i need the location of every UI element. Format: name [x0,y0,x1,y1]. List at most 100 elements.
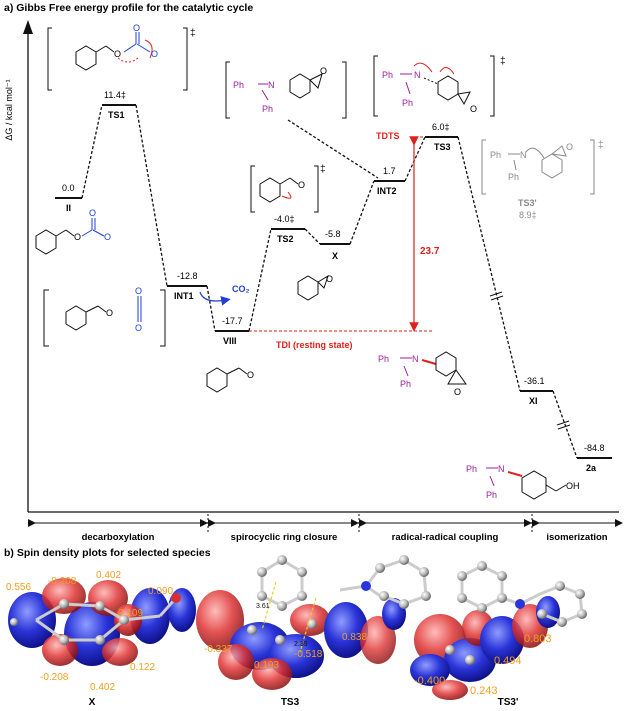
int1-o-radical: O [106,308,113,318]
spin-values-X: 0.556 -0.208 0.402 0.090 0.109 -0.208 0.… [6,570,173,693]
ts3-spin-3: 0.193 [254,660,279,671]
structure-TS2 [250,165,319,213]
structure-2a [486,467,567,500]
2a-ph-2: Ph [486,490,497,500]
name-INT2: INT2 [377,186,397,196]
2a-oh: OH [566,481,580,491]
name-VIII: VIII [223,336,237,346]
int2-ph-1: Ph [233,80,244,90]
y-axis: ΔG / kcal mol⁻¹ [4,20,619,513]
stage-coupling: radical-radical coupling [392,532,499,543]
value-XI: -36.1 [524,376,545,386]
structure-II [35,218,105,255]
span-value: 23.7 [420,246,440,257]
tdts-label: TDTS [376,131,400,141]
value-2a: -84.8 [584,443,605,453]
ts3-ph-1: Ph [382,70,393,80]
x-spin-4: 0.109 [118,608,143,619]
ts3-spin-4: 0.838 [342,632,367,643]
ts3prime-value: 8.9‡ [519,210,537,220]
int1-o-top: O [135,286,142,296]
ts1-o-right: O [151,49,158,59]
spin-plot-X [8,578,196,666]
value-INT1: -12.8 [177,271,198,281]
ts3p-spin-2: 0.494 [494,655,522,667]
ts3prime-dagger: ‡ [598,140,604,151]
xi-n: N [412,354,419,364]
value-TS2: -4.0‡ [274,214,295,224]
viii-o: O [247,370,254,380]
value-INT2: 1.7 [383,166,396,176]
value-TS3: 6.0‡ [432,122,450,132]
structure-X [297,274,329,301]
ts3prime-ph-2: Ph [508,172,519,182]
value-TS1: 11.4‡ [104,90,126,100]
ts3prime-o: O [566,142,573,152]
ts3prime-n: N [520,150,527,160]
ts1-dagger: ‡ [190,28,196,39]
spin-values-TS3: 3.61 2.39 -0.337 -0.518 0.193 0.838 [204,603,367,671]
ts3-dist-1: 3.61 [256,603,270,610]
ts1-o-left: O [114,49,121,59]
state-labels: 0.0 II 11.4‡ TS1 -12.8 INT1 -17.7 VIII -… [62,90,605,473]
structure-TS3 [373,55,495,117]
panel-b-title: b) Spin density plots for selected speci… [4,547,211,559]
structure-INT2 [225,61,347,119]
structure-INT1 [43,289,166,347]
name-XI: XI [529,396,538,406]
x-spin-6: 0.402 [90,682,115,693]
name-TS2: TS2 [277,234,294,244]
x-spin-0: 0.556 [6,582,31,593]
structure-VIII [206,367,248,393]
ts3prime-name: TS3' [518,198,537,208]
name-2a: 2a [586,463,597,473]
x-o: O [326,274,333,284]
ts3prime-ph-1: Ph [490,150,501,160]
tdi-label: TDI (resting state) [276,340,353,350]
ts3-ph-2: Ph [402,98,413,108]
int2-ph-2: Ph [262,104,273,114]
ii-o-right: O [104,232,111,242]
energetic-span: TDTS TDI (resting state) 23.7 [249,131,440,350]
x-spin-1: -0.208 [48,576,77,587]
xi-ph-2: Ph [400,379,411,389]
2a-ph-1: Ph [466,464,477,474]
name-INT1: INT1 [174,291,194,301]
ts3p-spin-3: -0.400 [414,675,445,687]
structure-ts1 [47,27,188,91]
int1-o-bottom: O [135,323,142,333]
ts3-n: N [414,70,421,80]
structure-XI [400,351,467,385]
ii-o-top: O [89,208,96,218]
stage-bar [28,514,623,532]
ts3-spin-2: -0.518 [294,649,323,660]
label-TS3: TS3 [281,697,300,708]
structure-TS3prime [481,139,595,195]
2a-n: N [498,464,505,474]
ts3p-spin-4: 0.243 [470,685,498,697]
name-II: II [66,203,71,213]
int2-o: O [320,66,327,76]
value-X: -5.8 [325,229,341,239]
x-spin-3: 0.090 [148,586,173,597]
x-spin-5: -0.208 [40,672,69,683]
co2-label: CO₂ [232,284,250,294]
ts3-dist-2: 2.39 [294,641,308,648]
x-spin-2: 0.402 [96,570,121,581]
value-II: 0.0 [62,183,75,193]
value-VIII: -17.7 [222,316,243,326]
name-X: X [332,251,338,261]
ts3p-spin-1: 0.803 [524,633,552,645]
stage-isomerization: isomerization [546,532,607,543]
ts1-o-top: O [133,23,140,33]
spin-values-TS3prime: 0.803 0.494 -0.400 0.243 [414,633,552,697]
ts3-spin-1: -0.337 [204,644,233,655]
ts2-o: O [298,180,305,190]
ts3-dagger: ‡ [500,56,506,67]
spin-plot-TS3prime [410,561,587,700]
stage-labels: decarboxylation spirocyclic ring closure… [82,532,608,543]
ii-o-left: O [74,232,81,242]
x-spin-7: 0.122 [130,662,155,673]
